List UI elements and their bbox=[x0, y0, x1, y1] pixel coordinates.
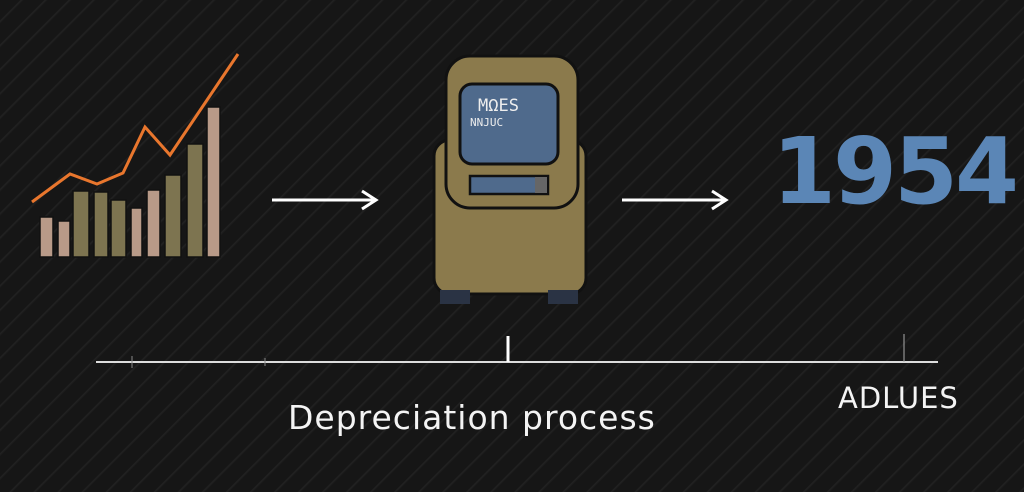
chart-bar bbox=[110, 199, 127, 258]
side-label: ADLUES bbox=[838, 381, 959, 415]
screen-text-line2: NNJUC bbox=[470, 116, 504, 129]
chart-bar bbox=[186, 143, 204, 258]
trend-line bbox=[31, 53, 240, 204]
year-label: 1954 bbox=[772, 118, 1019, 225]
screen-text-line1: MΩES bbox=[478, 96, 519, 116]
chart-bar bbox=[93, 191, 109, 258]
caption: Depreciation process bbox=[288, 398, 656, 437]
chart-bar bbox=[164, 174, 182, 258]
chart-bar bbox=[130, 207, 143, 258]
chart-bar bbox=[39, 216, 54, 258]
machine-icon bbox=[432, 54, 588, 304]
chart-bar bbox=[206, 106, 221, 258]
arrow-right-icon bbox=[272, 189, 379, 211]
chart-bar bbox=[57, 220, 71, 258]
chart-bar bbox=[146, 189, 161, 258]
timeline-axis bbox=[96, 334, 938, 368]
arrow-right-icon bbox=[622, 189, 729, 211]
chart-bar bbox=[72, 190, 90, 258]
growth-chart bbox=[31, 53, 240, 258]
